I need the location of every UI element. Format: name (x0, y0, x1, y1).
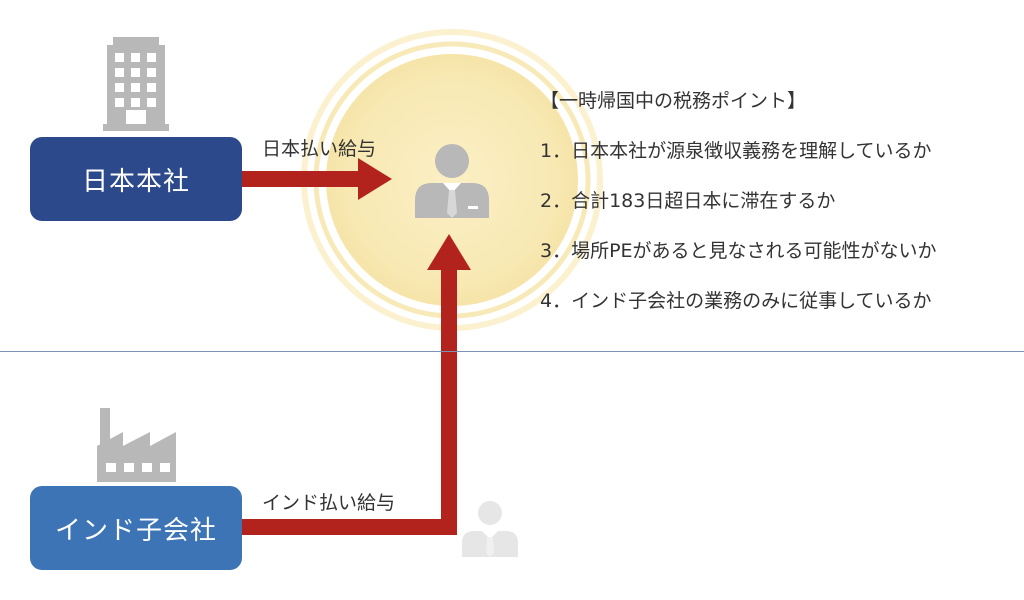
japan-hq-box: 日本本社 (30, 137, 242, 221)
tax-point-item: 2．合計183日超日本に滞在するか (540, 190, 836, 212)
india-salary-arrow (242, 234, 471, 535)
person-with-tie-icon (415, 144, 489, 218)
japan-hq-label: 日本本社 (81, 166, 190, 197)
india-subsidiary-label: インド子会社 (54, 515, 217, 546)
tax-points-list: 【一時帰国中の税務ポイント】 1．日本本社が源泉徴収義務を理解しているか 2．合… (540, 86, 1018, 336)
tax-point-item: 4．インド子会社の業務のみに従事しているか (540, 290, 932, 312)
office-building-icon (103, 37, 169, 131)
japan-salary-arrow (242, 158, 392, 200)
india-salary-label: インド払い給与 (262, 492, 396, 514)
tax-points-heading: 【一時帰国中の税務ポイント】 (540, 90, 807, 112)
tax-point-item: 3．場所PEがあると見なされる可能性がないか (540, 240, 937, 262)
section-divider (0, 351, 1024, 352)
india-subsidiary-box: インド子会社 (30, 486, 242, 570)
tax-point-item: 1．日本本社が源泉徴収義務を理解しているか (540, 140, 932, 162)
factory-icon (97, 408, 176, 482)
japan-salary-label: 日本払い給与 (262, 138, 377, 160)
faded-employee-icon (462, 501, 518, 557)
